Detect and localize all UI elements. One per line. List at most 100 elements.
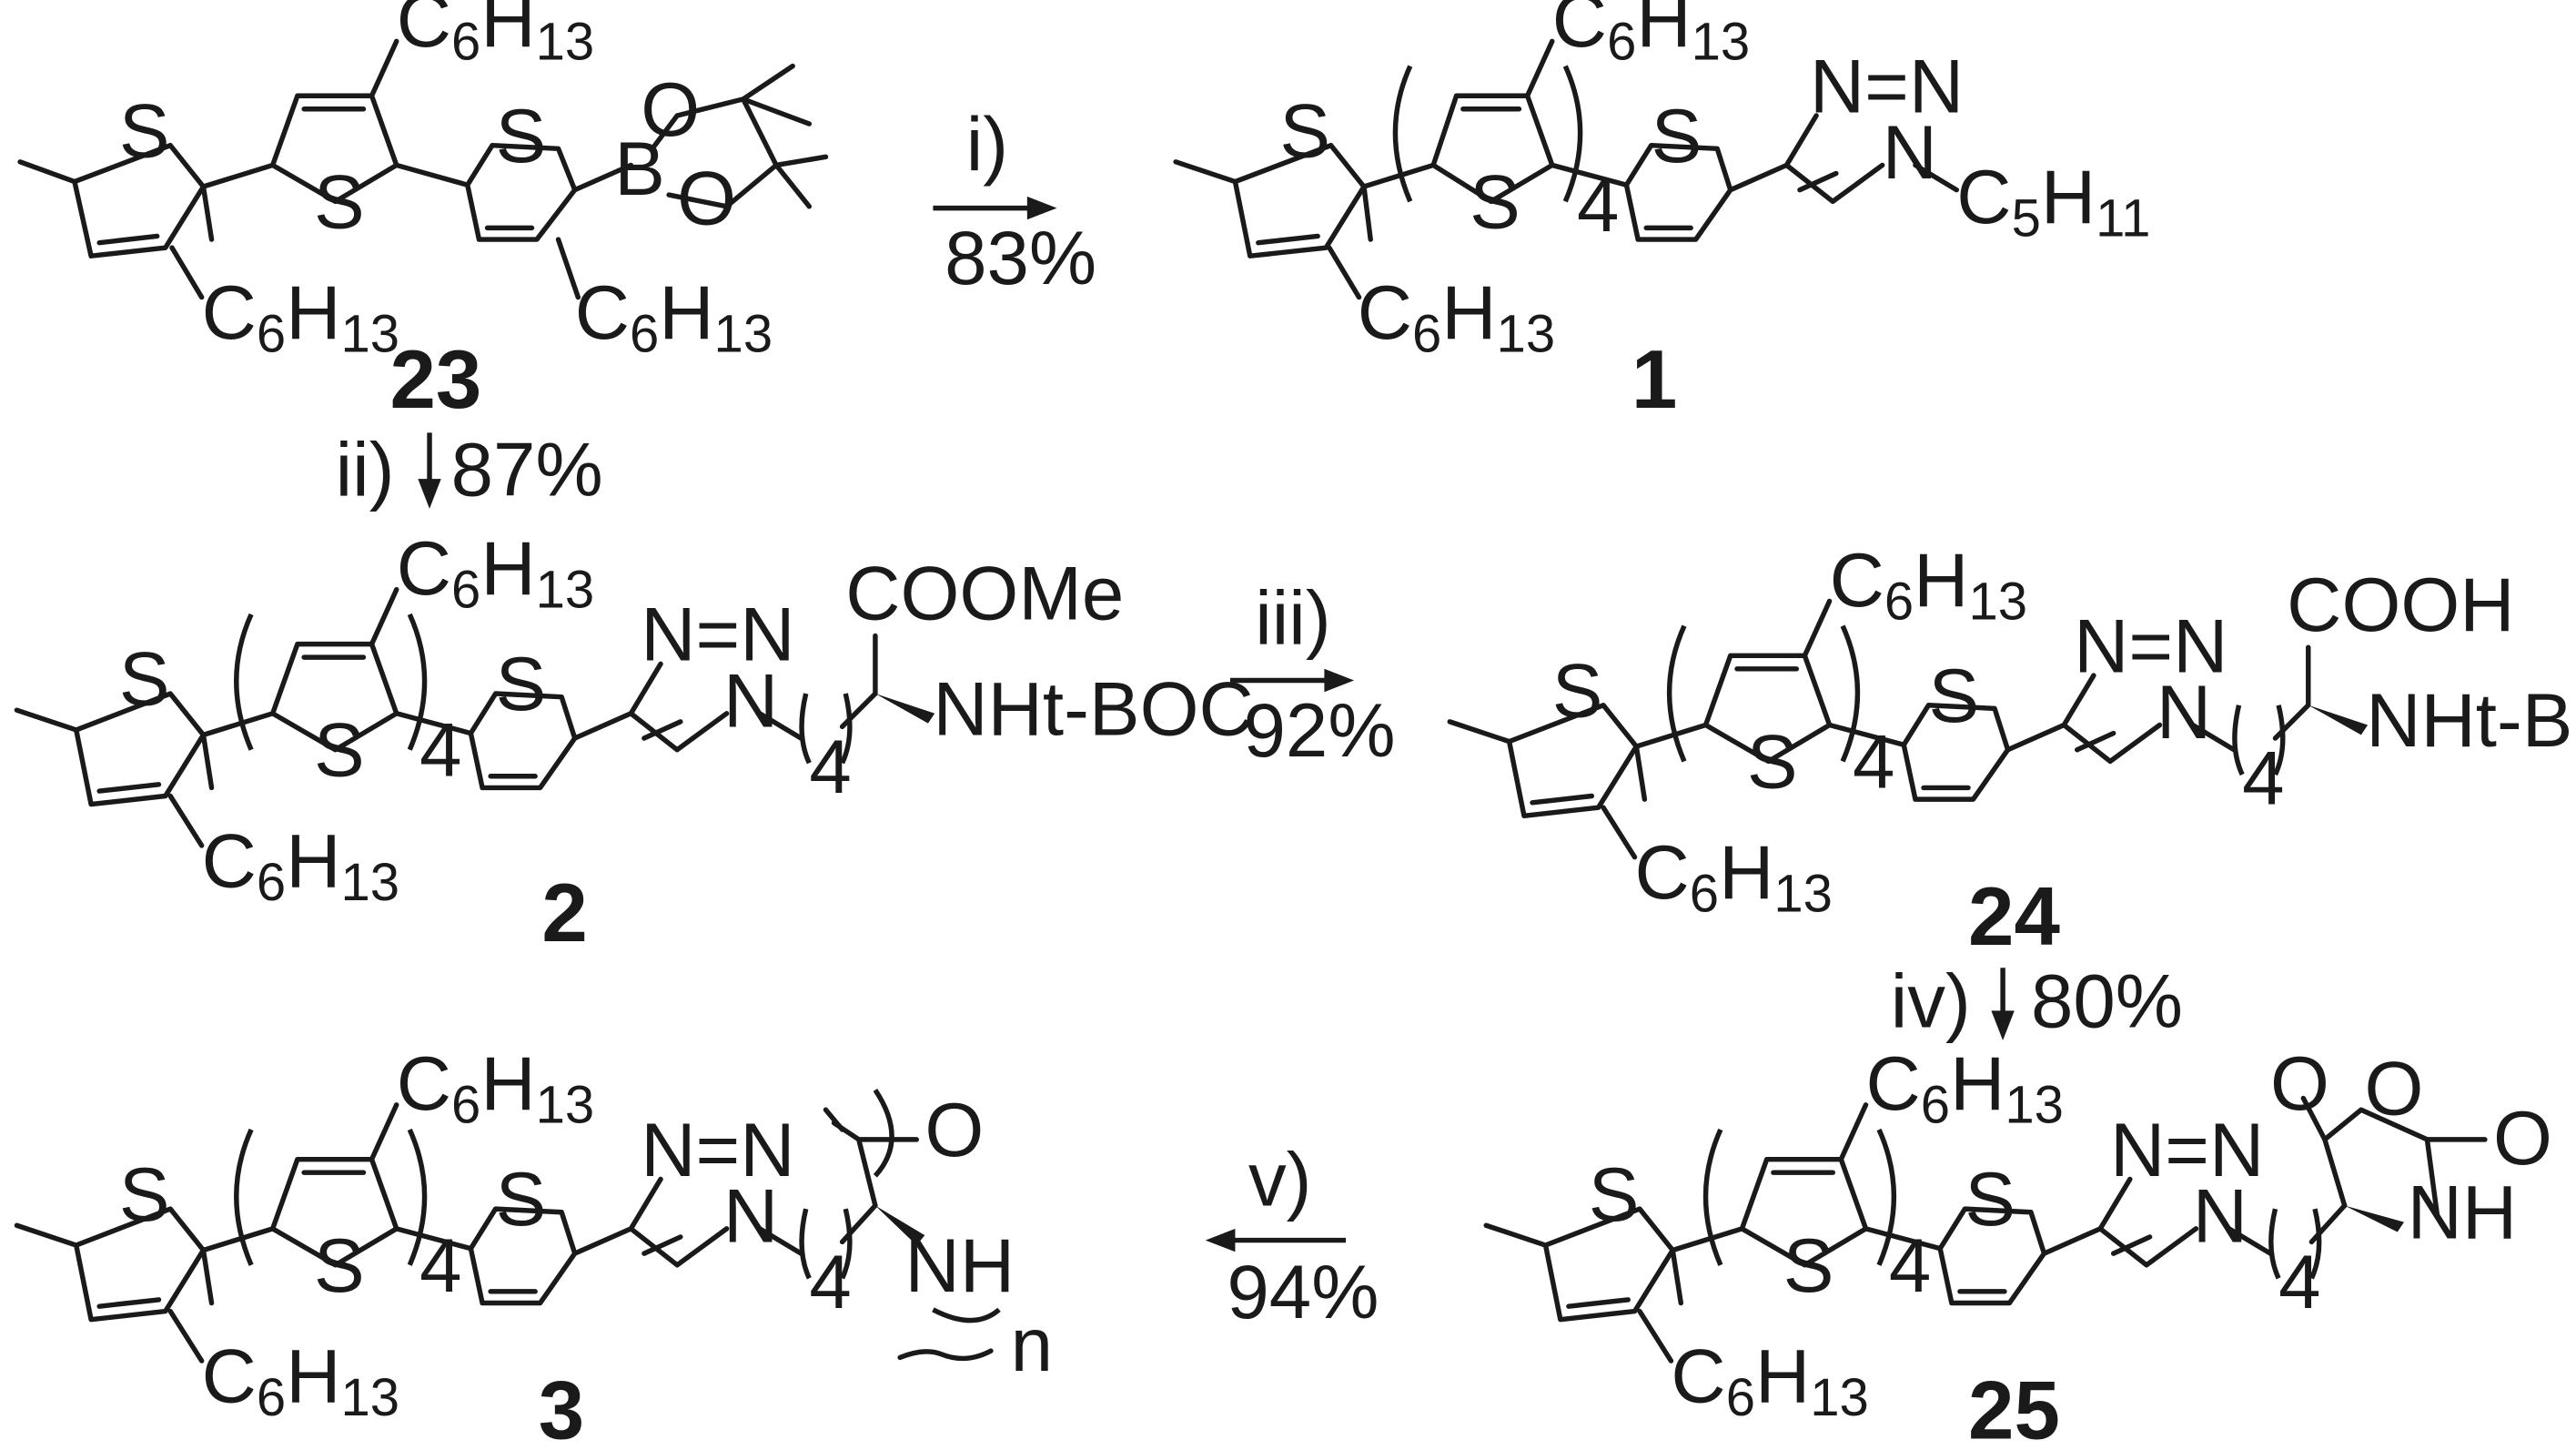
compound-1-structure: [1173, 38, 1960, 300]
reaction-arrow-i: [933, 196, 1057, 220]
svg-text:C6H13: C6H13: [1866, 1040, 2064, 1135]
svg-text:C6H13: C6H13: [575, 269, 773, 364]
nca-ring-O-25: O: [2364, 1046, 2423, 1131]
triazole-N-2: N: [723, 657, 778, 743]
triazole-N-3: N: [723, 1172, 778, 1258]
amide-NH-3: NH: [905, 1222, 1015, 1308]
svg-text:C6H13: C6H13: [1830, 537, 2027, 632]
boc-label-2: NHt-BOC: [933, 665, 1253, 751]
condition-v-yield: 94%: [1227, 1249, 1379, 1334]
hexyl-label-1b: C6H13: [1358, 269, 1555, 364]
atom-S-1a: S: [1279, 87, 1330, 173]
compound-label-24: 24: [1968, 871, 2060, 963]
reaction-arrow-iv: [1991, 968, 2015, 1041]
ester-label-2: COOMe: [845, 550, 1124, 635]
compound-23-structure: [17, 38, 829, 300]
pentyl-label-1: C5H11: [1956, 154, 2150, 248]
svg-text:C6H13: C6H13: [1671, 1333, 1868, 1427]
compound-2-structure: [14, 587, 935, 848]
atom-S-25c: S: [1965, 1156, 2015, 1242]
compound-label-1: 1: [1631, 334, 1677, 426]
triazole-N-25: N: [2193, 1172, 2248, 1258]
svg-text:C5H11: C5H11: [1956, 154, 2150, 248]
hexyl-label-23c: C6H13: [575, 269, 773, 364]
repeat-count-2b: 4: [809, 724, 851, 809]
svg-text:C6H13: C6H13: [202, 817, 399, 912]
hexyl-label-23a: C6H13: [397, 0, 594, 71]
atom-O-23b: O: [677, 156, 736, 241]
condition-iv-label: iv): [1891, 958, 1971, 1044]
repeat-count-25b: 4: [2278, 1239, 2320, 1324]
nca-carbonyl-O-25a: O: [2270, 1040, 2329, 1126]
repeat-count-24b: 4: [2242, 735, 2284, 821]
hexyl-label-23b: C6H13: [202, 269, 399, 364]
reaction-arrow-iii: [1229, 668, 1355, 693]
repeat-count-1: 4: [1577, 162, 1619, 248]
carbonyl-O-3: O: [924, 1087, 984, 1172]
hexyl-label-3b: C6H13: [202, 1333, 399, 1427]
atom-O-23a: O: [641, 66, 700, 152]
compound-label-25: 25: [1968, 1364, 2060, 1450]
condition-iii-yield: 92%: [1244, 687, 1396, 773]
atom-S-3b: S: [314, 1222, 365, 1308]
hexyl-label-2b: C6H13: [202, 817, 399, 912]
triazole-N-24: N: [2157, 669, 2211, 755]
atom-S-24c: S: [1928, 653, 1979, 738]
atom-S-3c: S: [496, 1156, 547, 1242]
svg-text:C6H13: C6H13: [397, 1040, 594, 1135]
hexyl-label-24a: C6H13: [1830, 537, 2027, 632]
acid-label-24: COOH: [2287, 562, 2514, 647]
compound-25-structure: [1483, 1095, 2488, 1364]
atom-S-25a: S: [1589, 1151, 1640, 1237]
nca-NH-25: NH: [2408, 1170, 2518, 1255]
triazole-NN-2: N=N: [641, 592, 794, 677]
nca-carbonyl-O-25b: O: [2493, 1095, 2552, 1181]
condition-iii-label: iii): [1255, 575, 1330, 661]
condition-iv-yield: 80%: [2031, 958, 2183, 1044]
svg-text:C6H13: C6H13: [1552, 0, 1750, 71]
triazole-NN-1: N=N: [1810, 43, 1964, 128]
svg-text:C6H13: C6H13: [202, 1333, 399, 1427]
atom-S-25b: S: [1783, 1222, 1834, 1308]
hexyl-label-2a: C6H13: [397, 525, 594, 620]
hexyl-label-24b: C6H13: [1635, 829, 1833, 924]
svg-text:C6H13: C6H13: [202, 269, 399, 364]
condition-ii-yield: 87%: [451, 426, 603, 512]
atom-S-23a: S: [119, 87, 170, 173]
triazole-N-1: N: [1883, 109, 1937, 195]
condition-v-label: v): [1248, 1136, 1312, 1222]
svg-text:C6H13: C6H13: [1358, 269, 1555, 364]
atom-S-23c: S: [496, 93, 547, 178]
compound-3-structure: [14, 1088, 1001, 1364]
atom-S-23b: S: [314, 158, 365, 244]
compound-label-3: 3: [539, 1364, 584, 1450]
triazole-NN-3: N=N: [641, 1107, 794, 1192]
repeat-count-25a: 4: [1889, 1222, 1931, 1308]
hexyl-label-1a: C6H13: [1552, 0, 1750, 71]
svg-text:C6H13: C6H13: [397, 525, 594, 620]
triazole-NN-24: N=N: [2074, 603, 2227, 688]
repeat-count-3a: 4: [419, 1222, 461, 1308]
atom-S-1c: S: [1652, 93, 1702, 178]
compound-label-23: 23: [389, 334, 481, 426]
condition-i-label: i): [966, 101, 1008, 187]
atom-S-2b: S: [314, 707, 365, 793]
compound-24-structure: [1447, 598, 2369, 860]
atom-S-3a: S: [119, 1151, 170, 1237]
svg-text:C6H13: C6H13: [1635, 829, 1833, 924]
hexyl-label-25a: C6H13: [1866, 1040, 2064, 1135]
reaction-arrow-v: [1205, 1228, 1347, 1252]
reaction-arrow-ii: [418, 432, 441, 509]
hexyl-label-25b: C6H13: [1671, 1333, 1868, 1427]
condition-i-yield: 83%: [945, 215, 1096, 300]
compound-label-2: 2: [541, 867, 587, 959]
atom-S-2a: S: [119, 636, 170, 722]
atom-S-24a: S: [1552, 647, 1603, 733]
polymer-n-3: n: [1011, 1302, 1053, 1387]
atom-S-24b: S: [1747, 718, 1798, 804]
triazole-NN-25: N=N: [2110, 1107, 2264, 1192]
svg-text:C6H13: C6H13: [397, 0, 594, 71]
boc-label-24: NHt-BOC: [2366, 677, 2576, 763]
hexyl-label-3a: C6H13: [397, 1040, 594, 1135]
